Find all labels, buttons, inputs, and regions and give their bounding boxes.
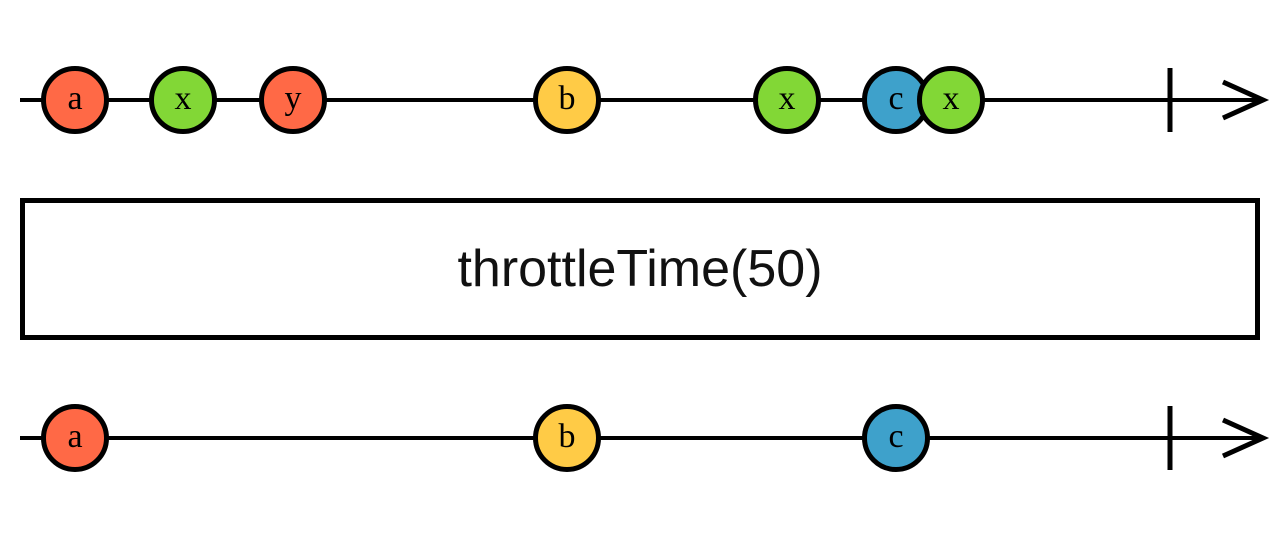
marble-x[interactable]: x: [753, 66, 821, 134]
marble-y[interactable]: y: [259, 66, 327, 134]
marble-x[interactable]: x: [149, 66, 217, 134]
marble-label: x: [778, 80, 796, 117]
marble-label: c: [888, 80, 904, 117]
marble-b: b: [533, 404, 601, 472]
marble-x[interactable]: x: [917, 66, 985, 134]
marble-label: a: [67, 80, 83, 117]
marble-label: a: [67, 418, 83, 455]
marble-label: x: [174, 80, 192, 117]
marble-label: b: [558, 80, 576, 117]
timeline-arrowhead-icon: [1221, 417, 1270, 459]
timeline-arrowhead-icon: [1221, 79, 1270, 121]
operator-box: throttleTime(50): [20, 198, 1260, 340]
marble-label: y: [284, 80, 302, 117]
marble-c: c: [862, 404, 930, 472]
marble-b[interactable]: b: [533, 66, 601, 134]
marble-label: x: [942, 80, 960, 117]
marble-a: a: [41, 404, 109, 472]
output-stream: a b c: [0, 371, 1280, 505]
marble-label: c: [888, 418, 904, 455]
operator-label: throttleTime(50): [457, 240, 823, 298]
marble-label: b: [558, 418, 576, 455]
marble-a[interactable]: a: [41, 66, 109, 134]
